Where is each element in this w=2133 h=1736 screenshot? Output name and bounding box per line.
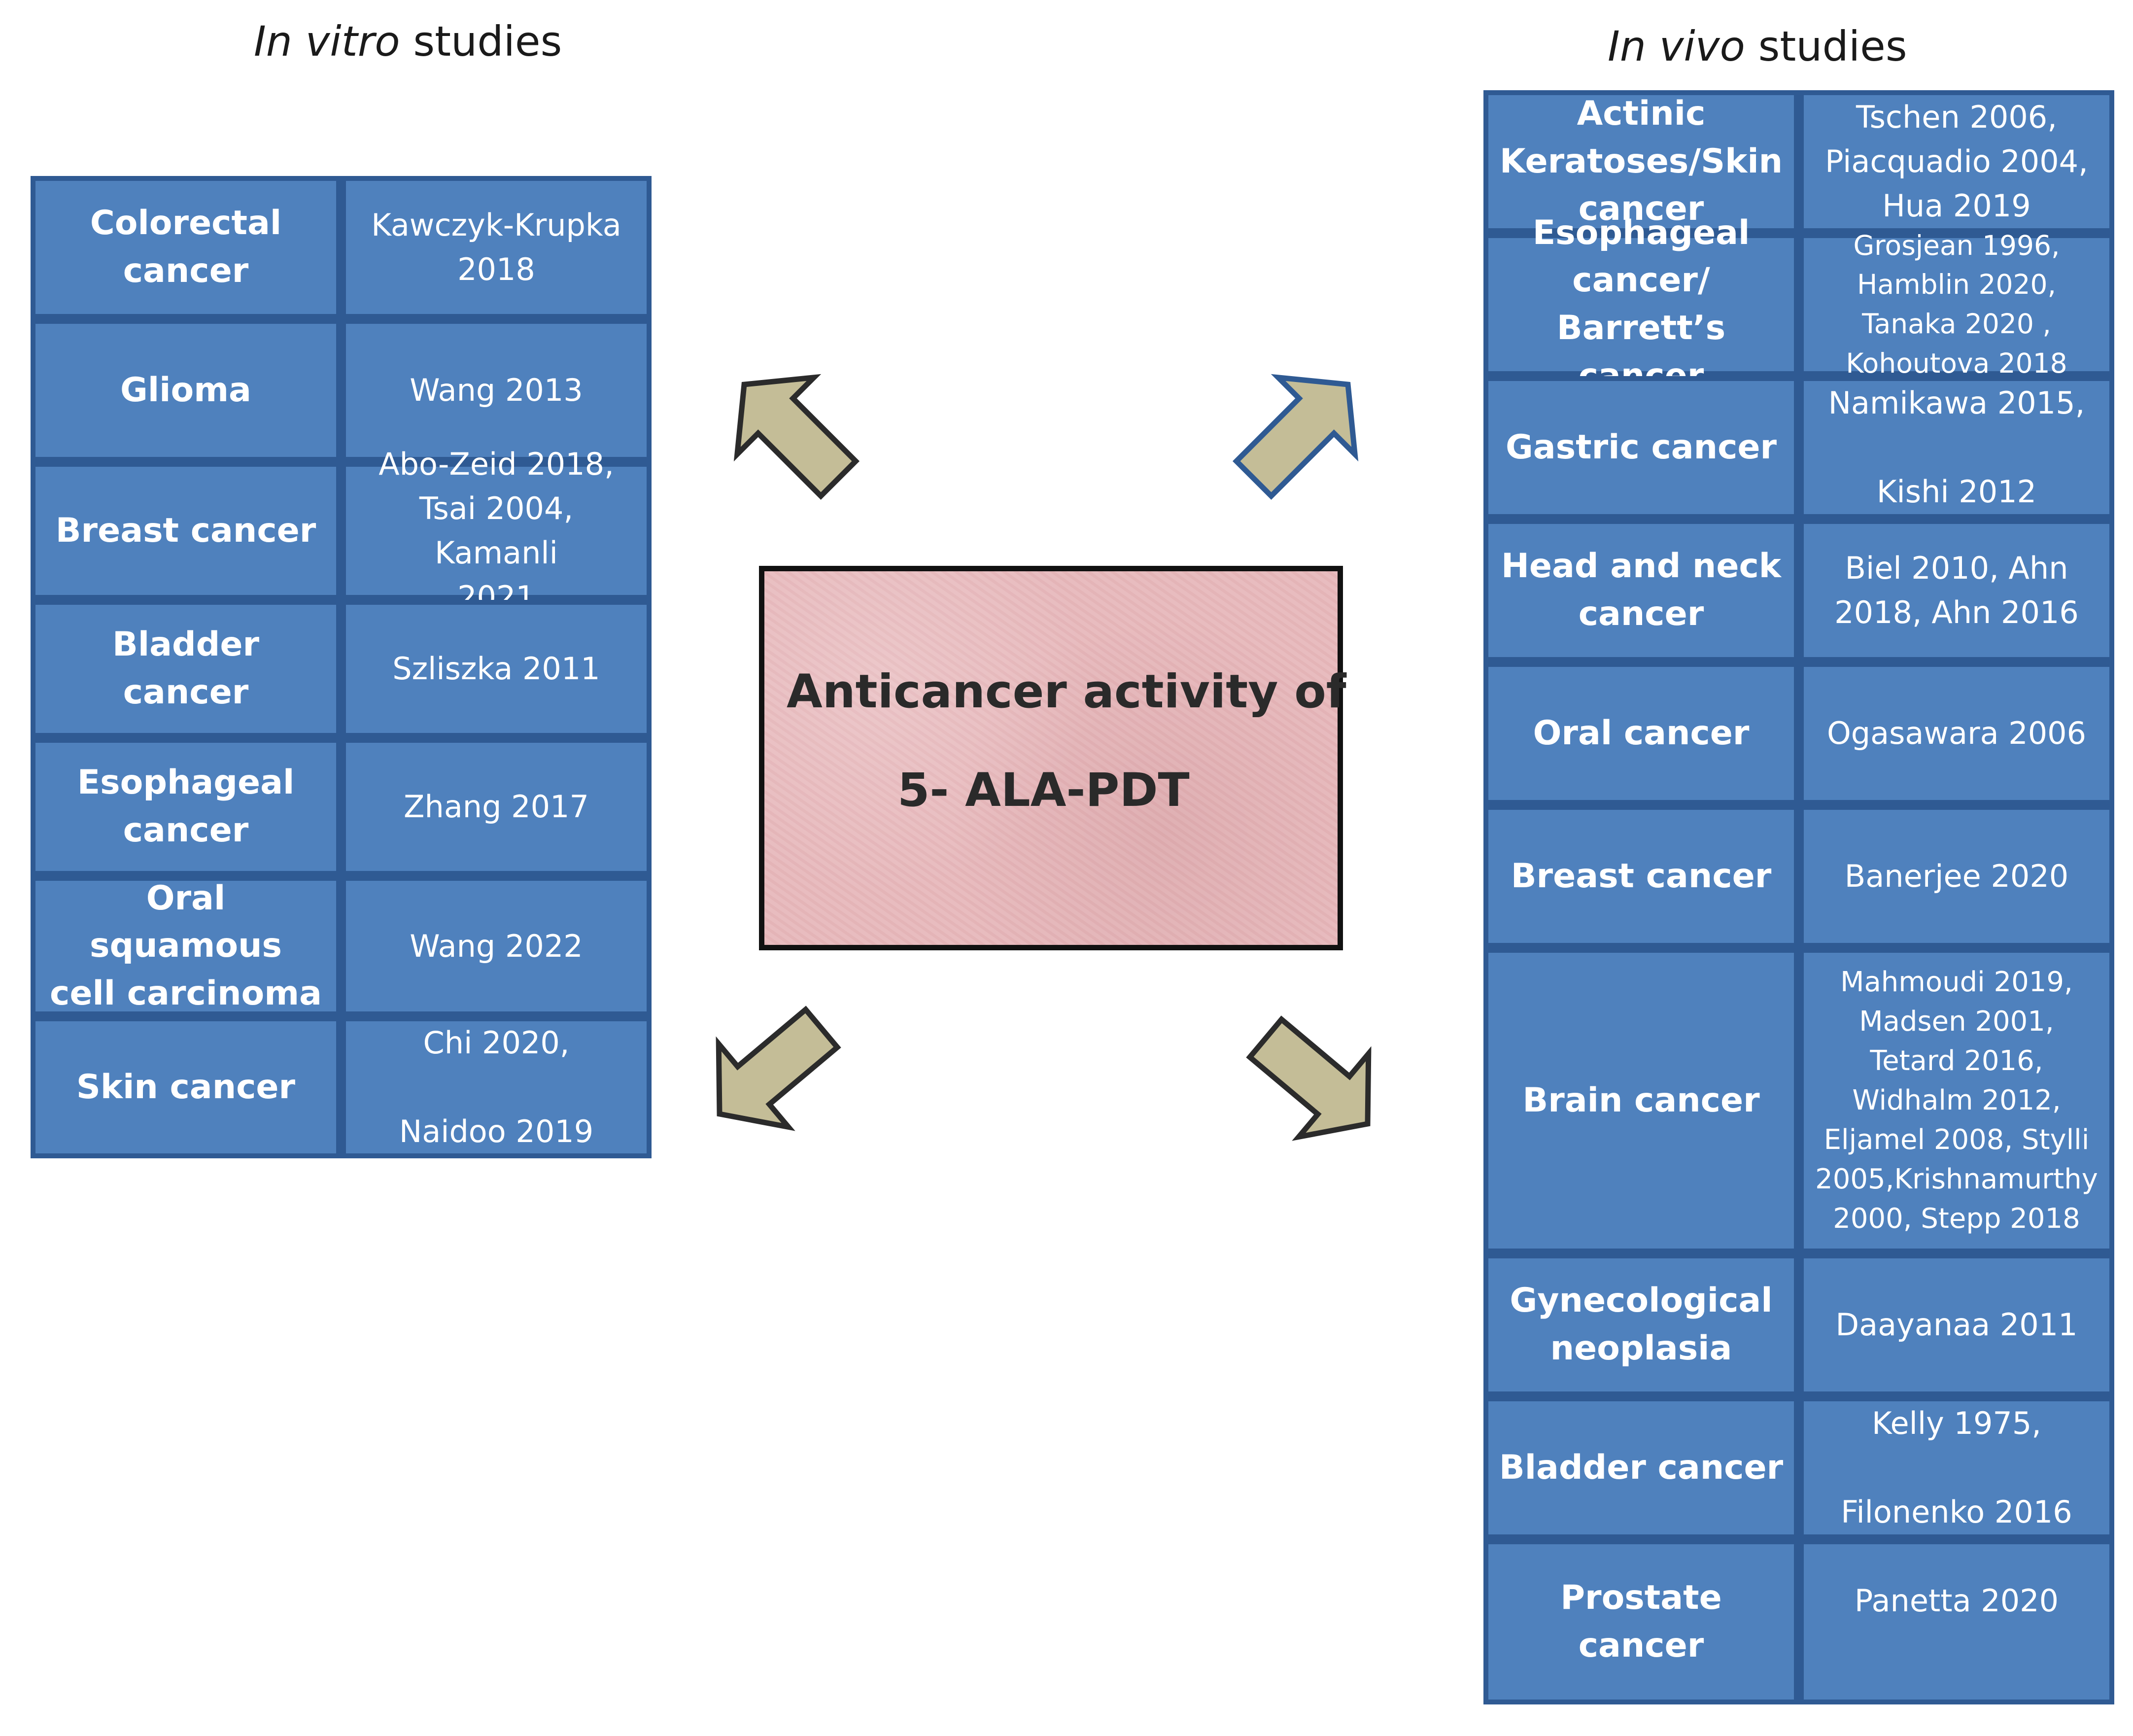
cell-text: Daayanaa 2011 — [1835, 1307, 2078, 1343]
cell-text: Prostate cancer — [1560, 1578, 1722, 1665]
cell-text: Esophageal cancer — [77, 763, 295, 850]
in-vitro-ref-cell: Abo-Zeid 2018, Tsai 2004, Kamanli 2021 — [341, 446, 652, 615]
in-vitro-ref-cell: Wang 2013 — [341, 319, 652, 462]
in-vitro-heading-rest: studies — [400, 17, 562, 66]
cell-text: Szliszka 2011 — [392, 651, 600, 687]
in-vivo-label-cell: Esophageal cancer/ Barrett’s cancer — [1483, 213, 1799, 395]
cell-text: Kelly 1975, Filonenko 2016 — [1841, 1405, 2072, 1530]
in-vitro-label-cell: Skin cancer — [31, 1016, 341, 1158]
in-vitro-ref-cell: Wang 2022 — [341, 876, 652, 1016]
in-vivo-ref-cell: Mahmoudi 2019, Madsen 2001, Tetard 2016,… — [1799, 948, 2114, 1253]
in-vivo-label-cell: Actinic Keratoses/Skin cancer — [1483, 90, 1799, 233]
cell-text: Breast cancer — [55, 511, 316, 550]
in-vivo-label-cell: Oral cancer — [1483, 662, 1799, 805]
center-box: Anticancer activity of 5- ALA-PDT — [759, 566, 1346, 950]
in-vitro-heading: In vitro studies — [254, 17, 562, 66]
in-vivo-ref-cell: Daayanaa 2011 — [1799, 1253, 2114, 1396]
in-vivo-label-cell: Gastric cancer — [1483, 376, 1799, 519]
arrow-down-right-shape — [1246, 1015, 1372, 1141]
cell-text: Biel 2010, Ahn 2018, Ahn 2016 — [1834, 550, 2079, 630]
in-vivo-label-cell: Head and neck cancer — [1483, 519, 1799, 662]
in-vivo-ref-cell: Grosjean 1996, Hamblin 2020, Tanaka 2020… — [1799, 230, 2114, 379]
in-vitro-ref-cell: Szliszka 2011 — [341, 600, 652, 738]
cell-text: Colorectal cancer — [90, 204, 282, 290]
in-vitro-heading-italic: In vitro — [254, 17, 400, 66]
in-vivo-ref-cell: Kelly 1975, Filonenko 2016 — [1799, 1396, 2114, 1539]
cell-text: Oral cancer — [1533, 713, 1750, 753]
cell-text: Brain cancer — [1522, 1080, 1760, 1120]
arrow-up-right-shape — [1232, 374, 1359, 500]
in-vitro-label-cell: Glioma — [31, 319, 341, 462]
cell-text: Chi 2020, Naidoo 2019 — [399, 1025, 594, 1149]
in-vitro-label-cell: Breast cancer — [31, 462, 341, 600]
in-vivo-heading-rest: studies — [1745, 22, 1907, 70]
in-vivo-label-cell: Breast cancer — [1483, 805, 1799, 948]
in-vivo-ref-cell: Ogasawara 2006 — [1799, 662, 2114, 805]
arrow-down-right — [1246, 1015, 1372, 1141]
cell-text: Wang 2013 — [410, 372, 583, 409]
in-vitro-label-cell: Esophageal cancer — [31, 738, 341, 876]
arrow-down-left-shape — [716, 1006, 841, 1131]
in-vivo-ref-cell: Namikawa 2015, Kishi 2012 — [1799, 376, 2114, 519]
in-vitro-ref-cell: Chi 2020, Naidoo 2019 — [341, 1016, 652, 1158]
in-vivo-ref-cell: Tschen 2006, Piacquadio 2004, Hua 2019 — [1799, 90, 2114, 233]
in-vitro-ref-cell: Zhang 2017 — [341, 738, 652, 876]
in-vivo-label-cell: Prostate cancer — [1483, 1539, 1799, 1704]
cell-text: Panetta 2020 — [1854, 1583, 2059, 1619]
in-vitro-label-cell: Bladder cancer — [31, 600, 341, 738]
in-vivo-ref-cell: Banerjee 2020 — [1799, 805, 2114, 948]
cell-text: Namikawa 2015, Kishi 2012 — [1828, 385, 2085, 510]
cell-text: Actinic Keratoses/Skin cancer — [1499, 94, 1783, 229]
cell-text: Skin cancer — [76, 1067, 296, 1107]
cell-text: Gynecological neoplasia — [1510, 1281, 1773, 1368]
in-vivo-label-cell: Gynecological neoplasia — [1483, 1253, 1799, 1396]
cell-text: Wang 2022 — [410, 928, 583, 964]
in-vivo-ref-cell: Panetta 2020 — [1799, 1539, 2114, 1704]
cell-text: Glioma — [120, 370, 251, 410]
in-vitro-ref-cell: Kawczyk-Krupka 2018 — [341, 176, 652, 319]
in-vivo-label-cell: Brain cancer — [1483, 948, 1799, 1253]
arrow-down-left — [716, 1006, 841, 1131]
center-title-line2: 5- ALA-PDT — [897, 764, 1190, 817]
cell-text: Zhang 2017 — [404, 789, 589, 825]
cell-text: Head and neck cancer — [1501, 547, 1781, 633]
in-vivo-ref-cell: Biel 2010, Ahn 2018, Ahn 2016 — [1799, 519, 2114, 662]
cell-text: Bladder cancer — [112, 625, 260, 712]
center-title-line1: Anticancer activity of — [787, 665, 1346, 719]
in-vivo-heading: In vivo studies — [1608, 22, 1907, 70]
cell-text: Grosjean 1996, Hamblin 2020, Tanaka 2020… — [1846, 229, 2067, 379]
arrow-up-right — [1232, 374, 1359, 500]
in-vitro-label-cell: Oral squamous cell carcinoma — [31, 876, 341, 1016]
cell-text: Kawczyk-Krupka 2018 — [371, 207, 621, 287]
cell-text: Mahmoudi 2019, Madsen 2001, Tetard 2016,… — [1815, 966, 2098, 1235]
cell-text: Tschen 2006, Piacquadio 2004, Hua 2019 — [1825, 99, 2088, 224]
arrow-up-left — [733, 374, 860, 500]
cell-text: Gastric cancer — [1505, 427, 1777, 467]
in-vivo-heading-italic: In vivo — [1608, 22, 1745, 70]
in-vitro-label-cell: Colorectal cancer — [31, 176, 341, 319]
cell-text: Breast cancer — [1511, 856, 1772, 896]
arrow-up-left-shape — [733, 374, 860, 500]
cell-text: Banerjee 2020 — [1844, 858, 2069, 895]
cell-text: Ogasawara 2006 — [1826, 715, 2087, 752]
cell-text: Oral squamous cell carcinoma — [50, 878, 322, 1013]
in-vivo-label-cell: Bladder cancer — [1483, 1396, 1799, 1539]
cell-text: Bladder cancer — [1499, 1448, 1784, 1487]
